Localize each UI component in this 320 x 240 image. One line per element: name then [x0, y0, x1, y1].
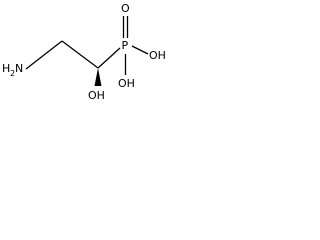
bond-wedge-ch-oh — [94, 68, 102, 86]
atom-label-phosphoryl-o: O — [121, 2, 130, 15]
atom-label-amine-h: H — [2, 62, 10, 75]
bond-p-oh-right — [131, 45, 149, 55]
atom-label-amine-subscript: 2 — [10, 69, 15, 78]
bond-n-ch2 — [25, 40, 63, 70]
bond-ch2-ch — [61, 40, 99, 69]
bond-ch-p — [97, 47, 121, 69]
atom-label-hydroxyl: OH — [88, 89, 105, 102]
atom-label-amine-n: N — [15, 62, 23, 75]
atom-label-phosphorus: P — [122, 39, 129, 52]
atom-label-p-hydroxyl-bottom: OH — [118, 77, 135, 90]
atom-label-p-hydroxyl-right: OH — [149, 49, 166, 62]
chemical-structure: H 2 N O P OH OH OH — [2, 2, 166, 102]
